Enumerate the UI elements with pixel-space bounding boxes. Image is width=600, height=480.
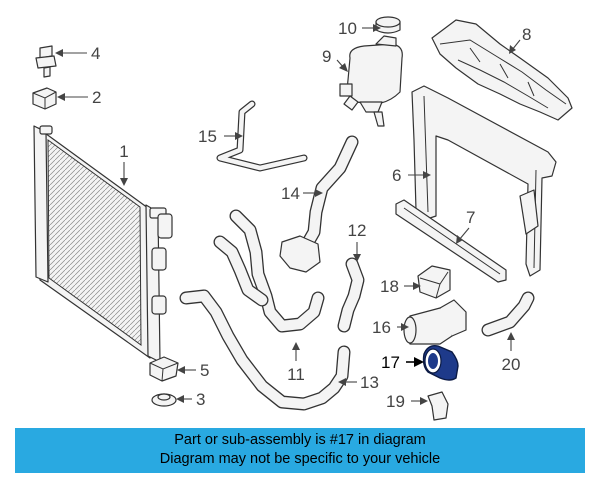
- banner-line-part-number: Part or sub-assembly is #17 in diagram: [174, 432, 426, 448]
- callout-17: 17: [381, 353, 400, 372]
- highlighted-part-17[interactable]: [422, 344, 459, 381]
- radiator-part[interactable]: [33, 125, 173, 363]
- callout-4: 4: [91, 44, 100, 63]
- leader-lines: [55, 24, 521, 405]
- callout-7: 7: [466, 208, 475, 227]
- callout-6: 6: [392, 166, 401, 185]
- grommet-part[interactable]: [151, 393, 177, 407]
- callout-labels: 1 2 3 4 5 6 7 8 9 10 11 12 13 14 15 16 1…: [91, 19, 531, 411]
- callout-10: 10: [338, 19, 357, 38]
- info-banner: Part or sub-assembly is #17 in diagram D…: [15, 428, 585, 473]
- callout-14: 14: [281, 184, 300, 203]
- callout-20: 20: [502, 355, 521, 374]
- mount-part[interactable]: [32, 87, 57, 110]
- small-hose-part[interactable]: [427, 391, 449, 421]
- banner-line-disclaimer: Diagram may not be specific to your vehi…: [159, 451, 441, 467]
- callout-16: 16: [372, 318, 391, 337]
- bracket-part[interactable]: [35, 45, 57, 78]
- callout-3: 3: [196, 390, 205, 409]
- callout-12: 12: [348, 221, 367, 240]
- outlet-hose-part[interactable]: [481, 291, 535, 337]
- upper-hose-part[interactable]: [279, 135, 359, 273]
- callout-1: 1: [119, 142, 128, 161]
- pipe-part[interactable]: [216, 100, 308, 172]
- callout-11: 11: [287, 365, 305, 384]
- radiator-frame-part[interactable]: [411, 85, 557, 277]
- lower-hose-part[interactable]: [179, 289, 351, 411]
- side-hose-part[interactable]: [337, 257, 365, 333]
- callout-15: 15: [198, 127, 217, 146]
- air-guide-part[interactable]: [431, 19, 573, 121]
- callout-9: 9: [322, 47, 331, 66]
- callout-2: 2: [92, 88, 101, 107]
- expansion-tank-part[interactable]: [339, 35, 403, 127]
- callout-19: 19: [386, 392, 405, 411]
- reservoir-cap-part[interactable]: [375, 16, 401, 34]
- callout-8: 8: [522, 25, 531, 44]
- lower-bracket-part[interactable]: [149, 356, 179, 382]
- coolant-pump-part[interactable]: [403, 299, 467, 345]
- callout-5: 5: [200, 361, 209, 380]
- pump-bracket-part[interactable]: [417, 265, 451, 299]
- main-hose-part[interactable]: [213, 209, 325, 333]
- callout-13: 13: [360, 373, 379, 392]
- callout-18: 18: [380, 277, 399, 296]
- seal-strip-part[interactable]: [395, 199, 507, 283]
